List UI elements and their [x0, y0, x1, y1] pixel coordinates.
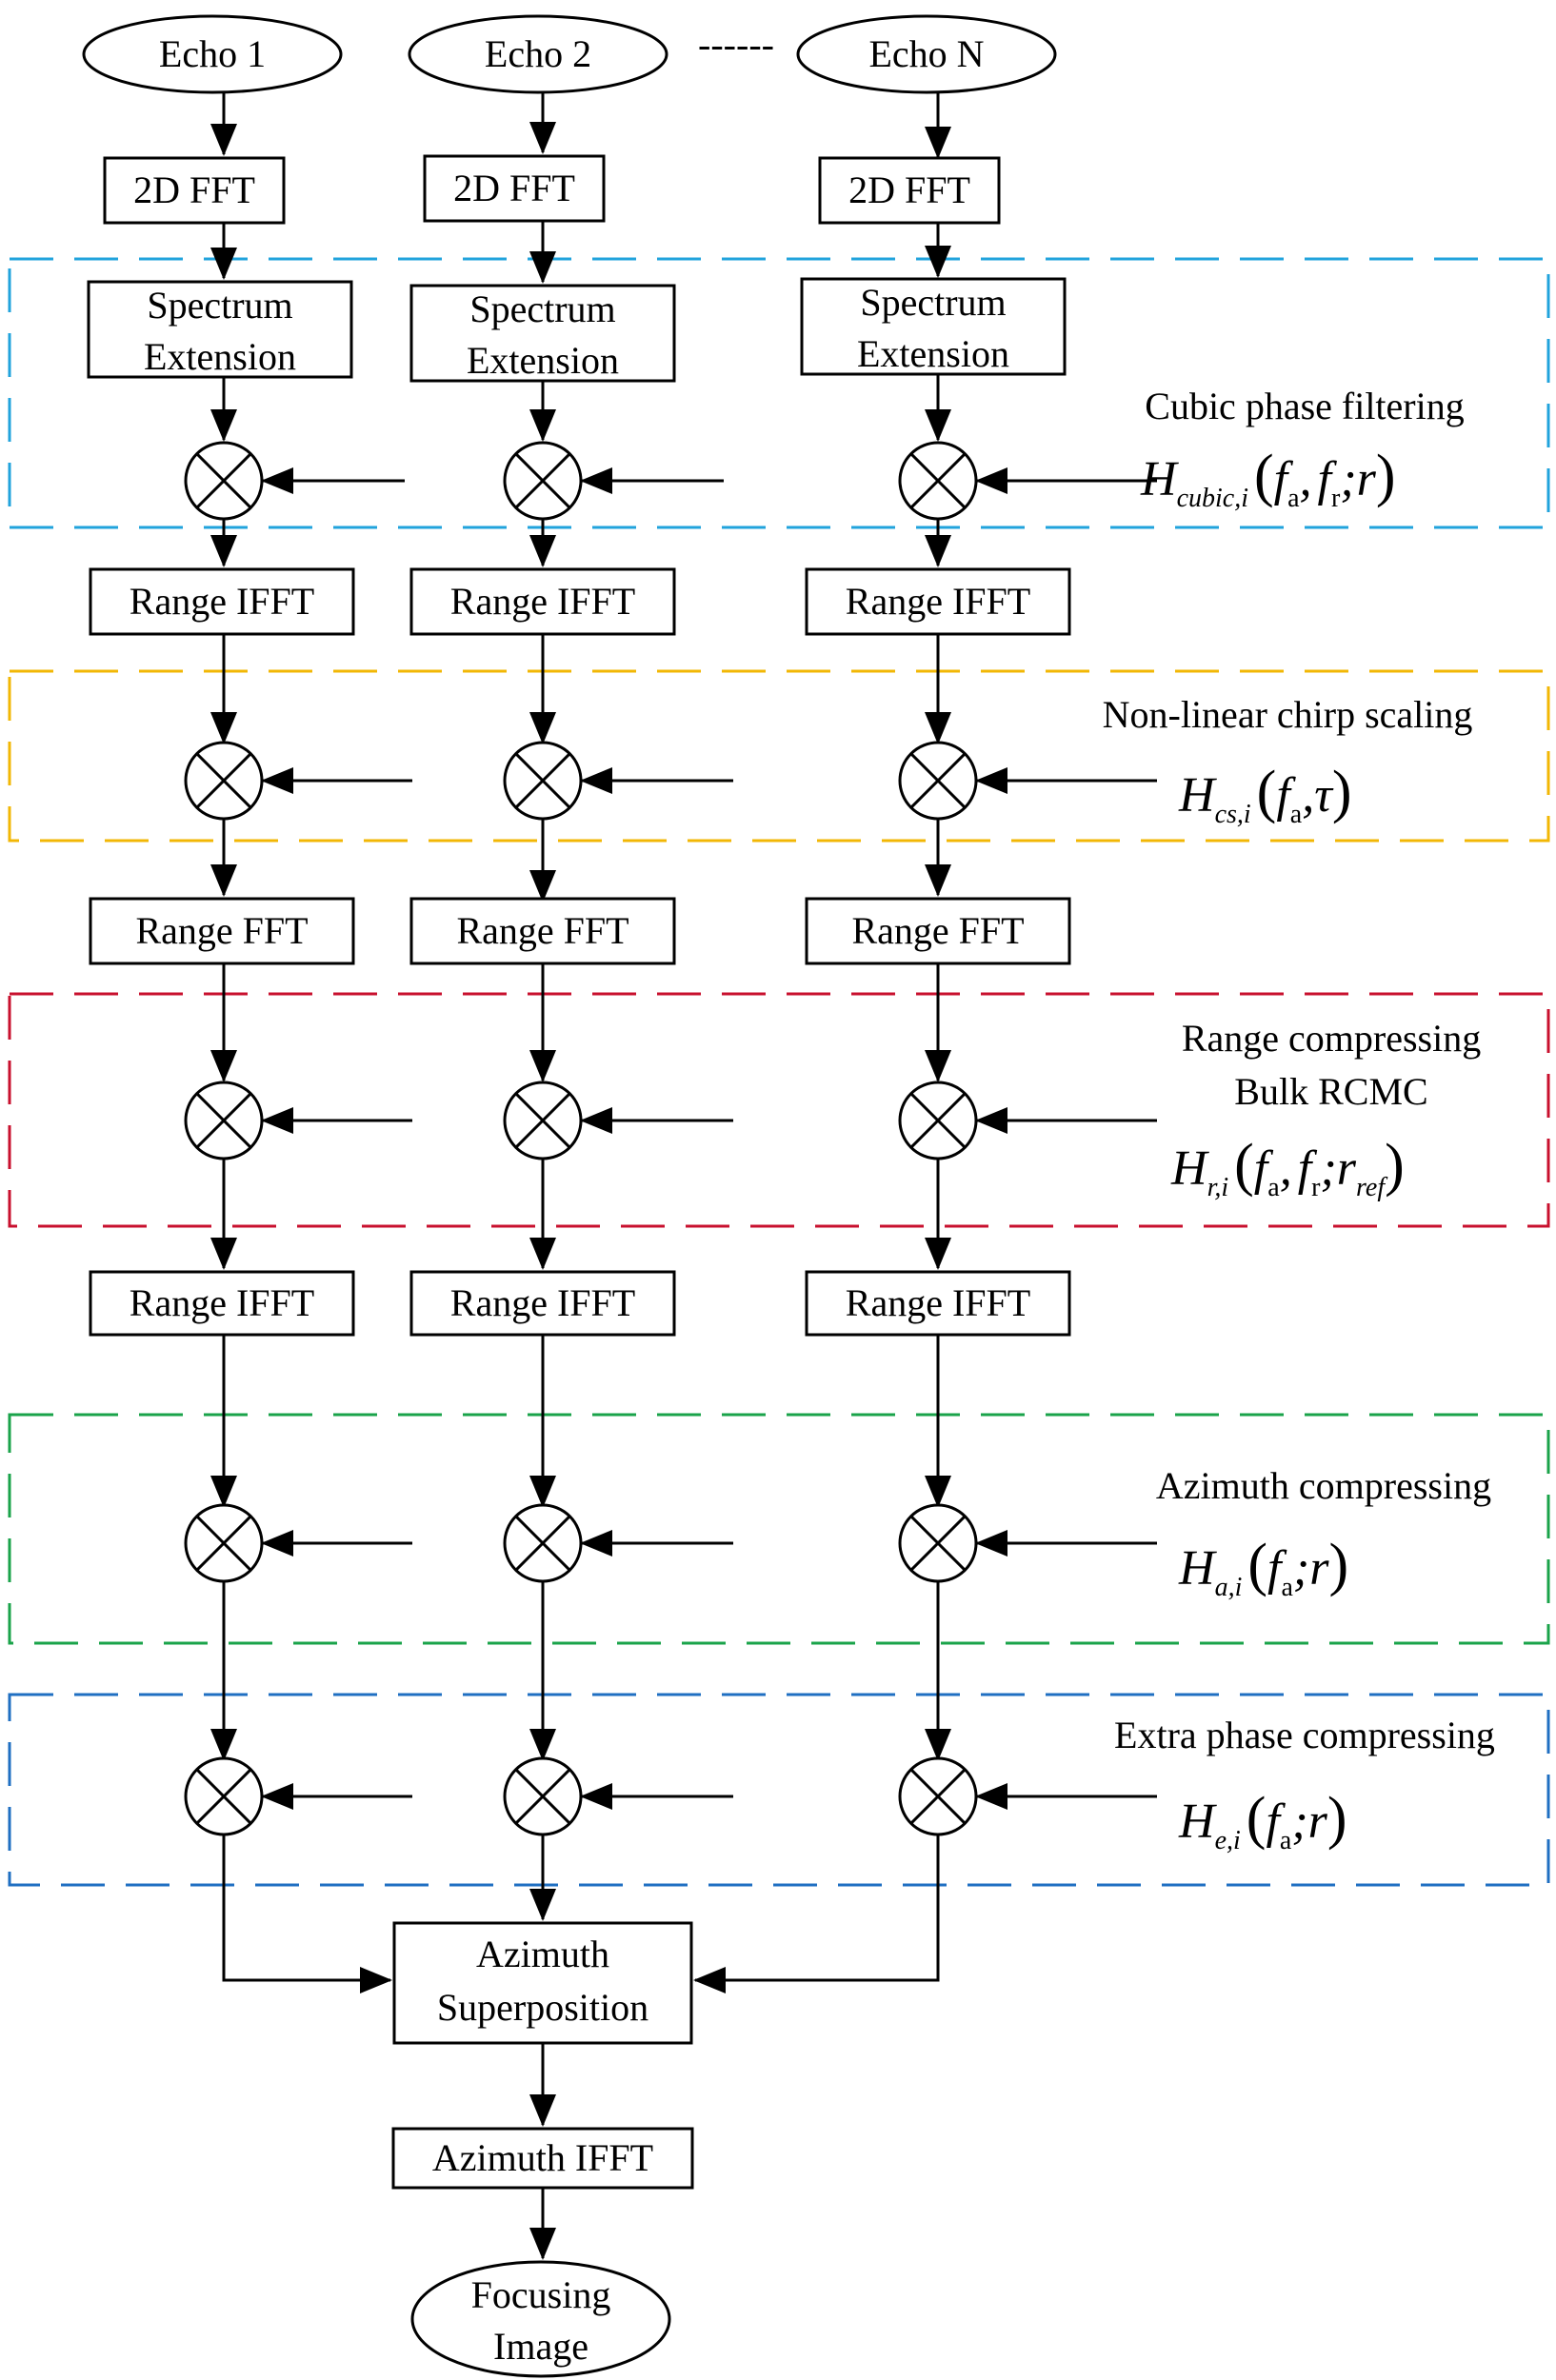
echo-ellipsis: ------ — [698, 23, 774, 66]
range-fft-label: Range FFT — [135, 909, 308, 952]
stage-chirp-title: Non-linear chirp scaling — [1103, 693, 1473, 736]
multiplier-cubic-1 — [184, 441, 264, 521]
spectrum-ext-line2: Extension — [857, 332, 1009, 375]
range-fft-label: Range FFT — [851, 909, 1024, 952]
multiplier-extra-2 — [503, 1756, 583, 1836]
echo-2-label: Echo 2 — [485, 32, 591, 75]
stage-range-formula: Hr,i(fa,fr;rref) — [1170, 1133, 1405, 1202]
spectrum-ext-line2: Extension — [467, 339, 619, 382]
stage-extra-title: Extra phase compressing — [1114, 1714, 1495, 1756]
stage-frame-range — [8, 992, 1550, 1228]
range-fft-label: Range FFT — [456, 909, 628, 952]
multiplier-cubic-3 — [898, 441, 978, 521]
echo-n-label: Echo N — [868, 32, 984, 75]
stage-range-title-2: Bulk RCMC — [1234, 1070, 1427, 1113]
multiplier-chirp-2 — [503, 741, 583, 821]
stage-cubic-formula: Hcubic,i(fa,fr;r) — [1140, 444, 1396, 513]
stage-extra-annotation: Extra phase compressing He,i(fa;r) — [1114, 1714, 1495, 1855]
multiplier-range-3 — [898, 1081, 978, 1160]
fft2d-box-n: 2D FFT — [818, 156, 1001, 225]
stage-azimuth-annotation: Azimuth compressing Ha,i(fa;r) — [1156, 1464, 1491, 1602]
stage-frame-extra — [8, 1693, 1550, 1887]
azimuth-sup-line2: Superposition — [437, 1986, 648, 2029]
range-ifft-box-1: Range IFFT — [89, 567, 355, 636]
stage-frame-chirp — [8, 669, 1550, 843]
range-ifft-label: Range IFFT — [450, 580, 635, 623]
range-ifft-box-n: Range IFFT — [805, 567, 1071, 636]
fft2d-box-1: 2D FFT — [103, 156, 286, 225]
multiplier-azimuth-1 — [184, 1503, 264, 1583]
multiplier-azimuth-3 — [898, 1503, 978, 1583]
multiplier-chirp-3 — [898, 741, 978, 821]
range-ifft-label: Range IFFT — [846, 580, 1030, 623]
spectrum-extension-box-2: Spectrum Extension — [409, 284, 676, 383]
range-ifft-box-2: Range IFFT — [409, 567, 676, 636]
focusing-image-node: Focusing Image — [410, 2260, 671, 2378]
range-ifft-label: Range IFFT — [450, 1281, 635, 1324]
spectrum-ext-line1: Spectrum — [469, 288, 615, 330]
range-ifft2-box-n: Range IFFT — [805, 1270, 1071, 1337]
range-ifft-label: Range IFFT — [846, 1281, 1030, 1324]
stage-cubic-title: Cubic phase filtering — [1145, 385, 1464, 427]
multiplier-chirp-1 — [184, 741, 264, 821]
multiplier-cubic-2 — [503, 441, 583, 521]
fft2d-box-2: 2D FFT — [423, 154, 606, 223]
fft2d-label: 2D FFT — [453, 167, 575, 209]
multiplier-range-2 — [503, 1081, 583, 1160]
output-line2: Image — [493, 2325, 588, 2368]
multiplier-extra-3 — [898, 1756, 978, 1836]
multiplier-azimuth-2 — [503, 1503, 583, 1583]
stage-azimuth-title: Azimuth compressing — [1156, 1464, 1491, 1507]
azimuth-ifft-label: Azimuth IFFT — [432, 2136, 653, 2179]
range-fft-box-n: Range FFT — [805, 897, 1071, 965]
stage-range-title-1: Range compressing — [1182, 1017, 1481, 1060]
stage-chirp-annotation: Non-linear chirp scaling Hcs,i(fa,τ) — [1103, 693, 1473, 829]
stage-extra-formula: He,i(fa;r) — [1178, 1786, 1347, 1855]
range-ifft2-box-2: Range IFFT — [409, 1270, 676, 1337]
echo-2-node: Echo 2 — [408, 14, 668, 94]
echo-n-node: Echo N — [796, 14, 1057, 94]
range-ifft-label: Range IFFT — [130, 580, 314, 623]
spectrum-extension-box-1: Spectrum Extension — [87, 280, 353, 379]
range-ifft2-box-1: Range IFFT — [89, 1270, 355, 1337]
range-ifft-label: Range IFFT — [130, 1281, 314, 1324]
output-line1: Focusing — [471, 2273, 611, 2316]
stage-frame-azimuth — [8, 1413, 1550, 1645]
stage-azimuth-formula: Ha,i(fa;r) — [1178, 1533, 1348, 1602]
fft2d-label: 2D FFT — [848, 169, 970, 211]
azimuth-sup-line1: Azimuth — [476, 1933, 609, 1975]
multiplier-extra-1 — [184, 1756, 264, 1836]
spectrum-extension-box-n: Spectrum Extension — [800, 277, 1067, 376]
multiplier-range-1 — [184, 1081, 264, 1160]
merge-wires — [222, 1834, 940, 2260]
stage-cubic-annotation: Cubic phase filtering Hcubic,i(fa,fr;r) — [1140, 385, 1465, 513]
azimuth-ifft-box: Azimuth IFFT — [391, 2127, 694, 2190]
range-fft-box-1: Range FFT — [89, 897, 355, 965]
spectrum-ext-line2: Extension — [144, 335, 296, 378]
azimuth-superposition-box: Azimuth Superposition — [392, 1921, 693, 2045]
fft2d-label: 2D FFT — [133, 169, 255, 211]
echo-1-node: Echo 1 — [82, 14, 343, 94]
echo-1-label: Echo 1 — [159, 32, 266, 75]
spectrum-ext-line1: Spectrum — [860, 281, 1006, 324]
stage-range-annotation: Range compressing Bulk RCMC Hr,i(fa,fr;r… — [1170, 1017, 1481, 1202]
feed-arrows — [261, 467, 1157, 1810]
spectrum-ext-line1: Spectrum — [147, 284, 292, 327]
stage-chirp-formula: Hcs,i(fa,τ) — [1178, 760, 1352, 829]
range-fft-box-2: Range FFT — [409, 897, 676, 965]
multiplier-nodes — [184, 441, 978, 1836]
